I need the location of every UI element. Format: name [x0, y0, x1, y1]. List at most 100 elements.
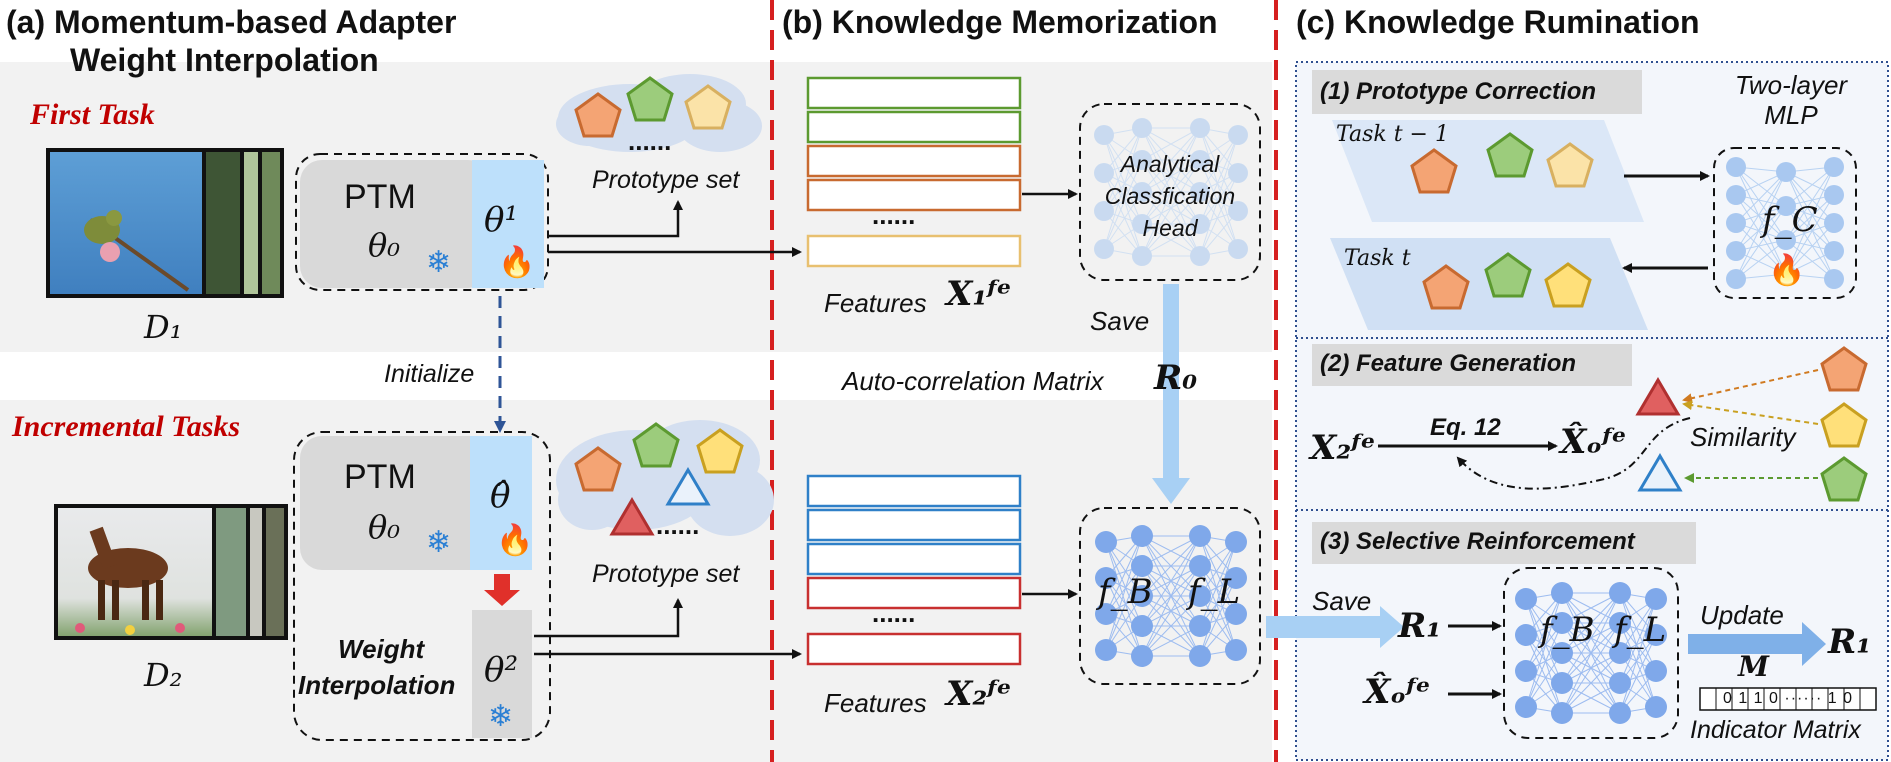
net-edge [1561, 652, 1621, 714]
incremental-tasks-label: Incremental Tasks [12, 410, 241, 443]
mlp-network [1726, 157, 1844, 289]
task-t-green [1484, 252, 1532, 298]
net-edge [1619, 592, 1657, 672]
initialize-label: Initialize [384, 360, 475, 388]
r1-out-label: R₁ [1828, 622, 1872, 662]
net-edge [1561, 622, 1621, 714]
net-node [1228, 163, 1248, 183]
net-node [1645, 660, 1667, 682]
sec2-label-bg [1312, 344, 1632, 386]
proto-yellow-2 [696, 428, 744, 474]
sec3-label-bg [1312, 522, 1696, 564]
net-edge [1199, 541, 1237, 657]
net-edge [1199, 172, 1239, 225]
indicator-matrix-cells [1699, 687, 1877, 711]
net-node [1095, 639, 1117, 661]
net-edge [1199, 159, 1239, 250]
net-edge [1105, 535, 1143, 651]
similarity-curve [1456, 417, 1691, 490]
net-edge [1141, 127, 1201, 193]
features-stack-2: ...... [806, 474, 1022, 666]
net-edge [1785, 166, 1835, 275]
net-node [1776, 230, 1796, 250]
net-edge [1103, 134, 1143, 257]
net-node [1189, 645, 1211, 667]
flame-icon: 🔥 [498, 246, 536, 279]
indicator-matrix-frame [1699, 687, 1877, 711]
head-line1: Analytical [1120, 151, 1220, 177]
head-2-network [1095, 525, 1247, 667]
net-edge [1525, 622, 1563, 708]
net-edge [1199, 535, 1237, 615]
fg-red-triangle [1635, 377, 1681, 416]
net-edge [1735, 222, 1787, 275]
theta-hat-label: θ̂ [490, 476, 511, 516]
net-node [1515, 624, 1537, 646]
indicator-bits: 0 1 1 0 ······ 1 0 [1722, 690, 1854, 707]
net-node [1094, 239, 1114, 259]
net-edge [1103, 134, 1143, 225]
task-t-label: Task t [1344, 246, 1411, 271]
adapter-theta1 [472, 160, 544, 288]
net-node [1225, 603, 1247, 625]
first-ptm-dashed-box [295, 153, 549, 291]
net-node [1132, 118, 1152, 138]
net-node [1824, 213, 1844, 233]
d1-image-stack [46, 148, 284, 298]
net-edge [1785, 222, 1835, 275]
indicator-matrix-label: Indicator Matrix [1690, 716, 1861, 744]
net-node [1094, 201, 1114, 221]
eq12-label: Eq. 12 [1430, 414, 1501, 441]
net-node [1095, 531, 1117, 553]
header-a-line1: (a) Momentum-based Adapter [6, 4, 457, 40]
net-node [1645, 588, 1667, 610]
net-node [1131, 645, 1153, 667]
save-arrow-head [1152, 478, 1190, 504]
net-node [1189, 585, 1211, 607]
arrow-to-prototype-1 [548, 200, 683, 238]
snowflake-icon: ❄ [426, 246, 452, 279]
prototype-set-label-2: Prototype set [592, 560, 740, 588]
features2-label: Features [824, 688, 927, 718]
net-edge [1735, 239, 1787, 280]
features1-dots: ...... [872, 200, 915, 230]
net-edge [1735, 166, 1787, 241]
net-node [1645, 696, 1667, 718]
ptm-label-1: PTM [344, 178, 416, 216]
net-node [1515, 660, 1537, 682]
net-node [1228, 201, 1248, 221]
net-node [1726, 157, 1746, 177]
net-edge [1735, 171, 1787, 224]
two-layer-mlp-label: Two-layer MLP [1716, 70, 1866, 130]
net-node [1609, 702, 1631, 724]
fb-label-c: f_B [1540, 610, 1595, 650]
proto-green-2 [632, 422, 680, 468]
fl-label-c: f_L [1614, 610, 1667, 650]
theta0-label-1: θ₀ [368, 226, 401, 264]
net-edge [1525, 592, 1563, 708]
net-edge [1619, 598, 1657, 714]
net-edge [1141, 535, 1201, 627]
fg-blue-triangle [1637, 453, 1683, 492]
net-edge [1619, 622, 1657, 708]
net-edge [1735, 166, 1787, 275]
net-node [1551, 702, 1573, 724]
net-node [1228, 239, 1248, 259]
net-node [1551, 582, 1573, 604]
net-edge [1785, 205, 1835, 280]
net-edge [1199, 535, 1237, 651]
net-edge [1141, 535, 1201, 657]
save-arrow-shaft [1163, 284, 1179, 480]
adapter-theta-hat [470, 436, 532, 570]
net-node [1551, 612, 1573, 634]
net-edge [1735, 171, 1787, 252]
net-node [1645, 624, 1667, 646]
prototype-set-label-1: Prototype set [592, 166, 740, 194]
update-arrow-head [1802, 622, 1826, 666]
net-edge [1619, 592, 1657, 708]
net-edge [1105, 577, 1143, 657]
net-edge [1561, 592, 1621, 684]
net-edge [1199, 134, 1239, 193]
fl-label-b: f_L [1188, 572, 1241, 612]
